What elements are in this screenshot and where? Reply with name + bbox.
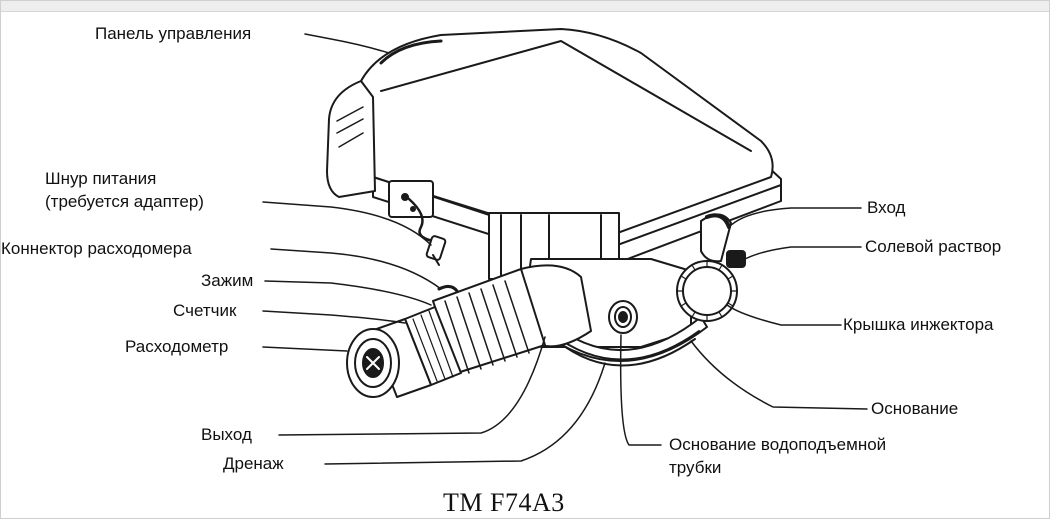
label-flowmeter: Расходометр (125, 337, 229, 356)
label-clamp: Зажим (201, 271, 254, 290)
control-panel-housing (326, 28, 782, 270)
label-control-panel: Панель управления (95, 24, 252, 43)
label-injector-cap: Крышка инжектора (843, 315, 994, 334)
label-flowmeter-connector: Коннектор расходомера (1, 239, 192, 258)
outlet-assembly (346, 264, 592, 398)
label-inlet: Вход (867, 198, 906, 217)
top-border-strip (1, 1, 1049, 12)
label-outlet: Выход (201, 425, 252, 444)
label-counter: Счетчик (173, 301, 237, 320)
label-base: Основание (871, 399, 959, 418)
leader-lines (262, 33, 868, 465)
label-brine: Солевой раствор (865, 237, 1002, 256)
right-ports (676, 213, 746, 322)
label-power-cord-line2: (требуется адаптер) (45, 192, 204, 211)
label-riser-base-line1: Основание водоподъемной (669, 435, 887, 454)
model-caption: TM F74A3 (443, 488, 565, 517)
label-riser-base-line2: трубки (669, 458, 722, 477)
label-power-cord-line1: Шнур питания (45, 169, 157, 188)
label-drain: Дренаж (223, 454, 284, 473)
